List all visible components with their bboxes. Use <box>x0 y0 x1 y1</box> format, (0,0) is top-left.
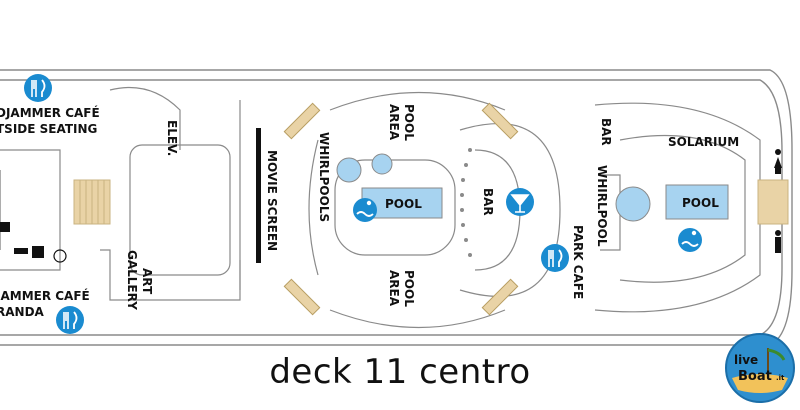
restroom-men-icon <box>775 230 781 253</box>
bar-cocktail-icon <box>506 188 534 216</box>
label-windjammer-veranda-2: RANDA <box>0 305 45 319</box>
whirlpool-2 <box>371 153 393 175</box>
label-pool-area-bottom-1: POOL <box>402 270 416 307</box>
label-pool-area-bottom-2: AREA <box>387 270 401 307</box>
label-art-gallery-2: GALLERY <box>125 250 139 310</box>
label-solarium: SOLARIUM <box>668 135 739 149</box>
svg-text:.it: .it <box>776 374 785 382</box>
liveboat-logo: live Boat .it <box>725 333 795 403</box>
whirlpool-1 <box>336 157 362 183</box>
dining-icon <box>541 244 569 272</box>
label-windjammer-veranda-1: JAMMER CAFÉ <box>0 288 90 303</box>
label-windjammer-outside-1: DJAMMER CAFÉ <box>0 105 100 120</box>
svg-text:Boat: Boat <box>738 369 772 384</box>
stairs-aft-lines <box>79 180 105 224</box>
elevator-icon <box>0 222 67 263</box>
deck-chairs <box>283 102 519 316</box>
movie-screen-bar <box>256 128 261 263</box>
solarium-pool <box>665 184 729 220</box>
svg-text:live: live <box>734 353 758 367</box>
main-pool-deck <box>308 91 561 329</box>
bar-seating <box>460 148 472 257</box>
label-whirlpools: WHIRLPOOLS <box>317 132 331 222</box>
restroom-women-icon <box>774 149 782 174</box>
label-park-cafe: PARK CAFE <box>571 225 585 299</box>
label-windjammer-outside-2: TSIDE SEATING <box>0 122 97 136</box>
deck-caption: deck 11 centro <box>269 352 531 392</box>
label-elevators: ELEV. <box>165 120 179 156</box>
label-main-pool: POOL <box>385 197 422 211</box>
label-movie-screen: MOVIE SCREEN <box>265 150 279 251</box>
label-solarium-pool: POOL <box>682 196 719 210</box>
swimming-icon <box>678 228 702 252</box>
label-pool-area-top-2: AREA <box>387 104 401 141</box>
label-pool-area-top-1: POOL <box>402 104 416 141</box>
swimming-icon <box>353 198 377 222</box>
label-bar-center: BAR <box>481 188 495 216</box>
label-art-gallery-1: ART <box>140 268 154 295</box>
dining-icon <box>56 306 84 334</box>
stairs-forward <box>757 179 789 225</box>
label-bar-right: BAR <box>599 118 613 146</box>
hull-outline <box>0 69 793 346</box>
whirlpool-solarium <box>615 186 651 222</box>
label-whirlpool-right: WHIRLPOOL <box>595 165 609 247</box>
aft-structure <box>0 86 241 301</box>
dining-icon <box>24 74 52 102</box>
